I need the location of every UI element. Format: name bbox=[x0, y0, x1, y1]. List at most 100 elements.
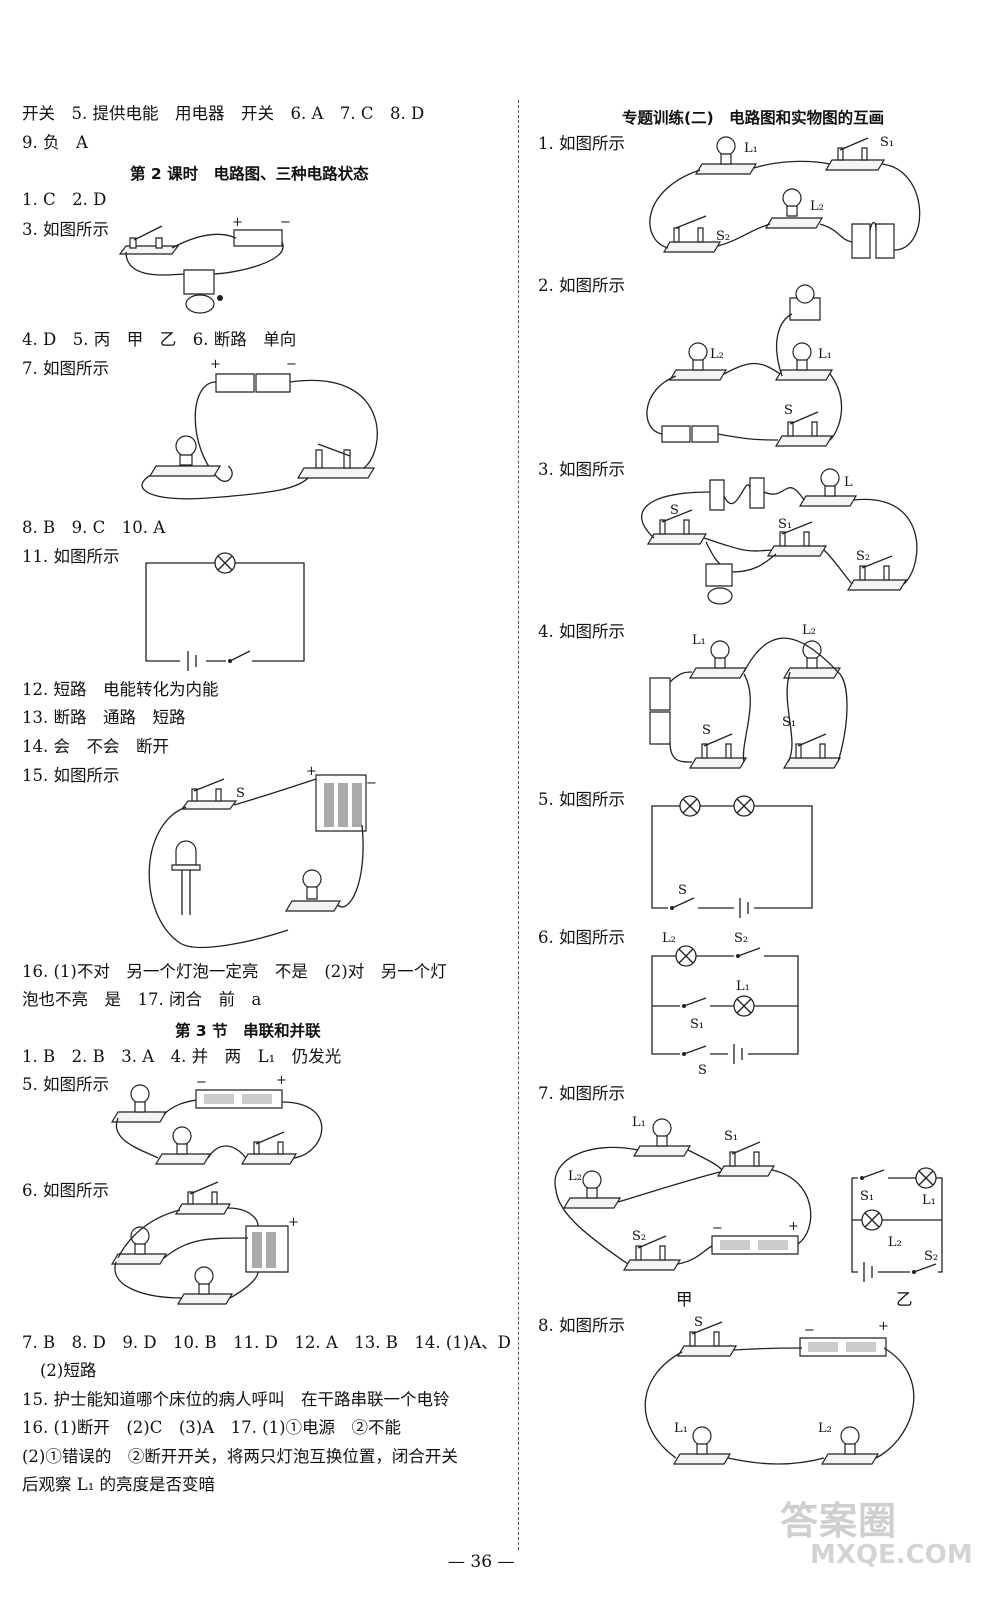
svg-text:S₁: S₁ bbox=[782, 715, 796, 730]
battery-box: + bbox=[246, 1215, 299, 1272]
answer-line: 15. 护士能知道哪个床位的病人呼叫 在干路串联一个电铃 bbox=[22, 1390, 450, 1409]
answer-line: 后观察 L₁ 的亮度是否变暗 bbox=[22, 1475, 216, 1494]
battery-pair: +− bbox=[210, 357, 297, 392]
svg-text:S₂: S₂ bbox=[716, 229, 730, 244]
switch-S: S bbox=[678, 1315, 736, 1356]
svg-text:S₂: S₂ bbox=[856, 549, 870, 564]
section-heading: 第 2 课时 电路图、三种电路状态 bbox=[130, 165, 369, 183]
motor bbox=[184, 270, 223, 313]
svg-text:S₁: S₁ bbox=[724, 1129, 738, 1144]
bulb-L1: L₁ bbox=[632, 1115, 690, 1156]
bulb-L1: L₁ bbox=[776, 343, 832, 380]
circuit-figure-r4: L₁ L₂ S S₁ bbox=[640, 623, 850, 777]
answer-line: 开关 5. 提供电能 用电器 开关 6. A 7. C 8. D bbox=[22, 104, 425, 123]
answer-line: 16. (1)不对 另一个灯泡一定亮 不是 (2)对 另一个灯 bbox=[22, 962, 447, 981]
switch-S: S bbox=[690, 723, 746, 768]
svg-text:L₂: L₂ bbox=[710, 347, 724, 362]
circuit-diagram-r5: S bbox=[648, 792, 818, 917]
svg-text:+: + bbox=[306, 764, 317, 779]
answer-line: 1. C 2. D bbox=[22, 190, 107, 209]
answer-line: 16. (1)断开 (2)C (3)A 17. (1)①电源 ②不能 bbox=[22, 1418, 402, 1437]
switch: S bbox=[776, 403, 832, 446]
answer-line: 7. B 8. D 9. D 10. B 11. D 12. A 13. B 1… bbox=[22, 1333, 511, 1352]
svg-text:L₁: L₁ bbox=[632, 1115, 646, 1130]
switch-S2: S₂ bbox=[624, 1229, 680, 1270]
answer-line: 6. 如图所示 bbox=[538, 928, 625, 947]
answer-line: (2)短路 bbox=[40, 1361, 97, 1380]
answer-line: 3. 如图所示 bbox=[22, 220, 109, 239]
motor bbox=[706, 564, 732, 604]
answer-line: 12. 短路 电能转化为内能 bbox=[22, 680, 219, 699]
led bbox=[172, 841, 200, 915]
svg-text:L₂: L₂ bbox=[810, 199, 824, 214]
bulb bbox=[286, 870, 340, 911]
svg-text:−: − bbox=[366, 776, 377, 791]
svg-text:S: S bbox=[698, 1063, 707, 1078]
answer-line: 11. 如图所示 bbox=[22, 547, 120, 566]
bulb-L2: L₂ bbox=[766, 189, 824, 228]
svg-text:−: − bbox=[804, 1323, 815, 1338]
battery-box: +− bbox=[306, 764, 377, 831]
svg-text:S₂: S₂ bbox=[734, 931, 748, 946]
answer-line: 4. 如图所示 bbox=[538, 622, 625, 641]
bulb-L1: L₁ bbox=[674, 1421, 730, 1464]
bulb-L1: L₁ bbox=[696, 137, 758, 174]
column-divider bbox=[518, 100, 519, 1550]
svg-text:−: − bbox=[196, 1075, 207, 1090]
svg-text:S: S bbox=[236, 786, 245, 801]
circuit-figure-7: +− bbox=[128, 357, 388, 508]
answer-line: 8. B 9. C 10. A bbox=[22, 518, 166, 537]
circuit-figure-r7-jia: L₁ S₁ L₂ S₂ −+ bbox=[548, 1115, 818, 1280]
svg-text:S₁: S₁ bbox=[690, 1017, 704, 1032]
watermark-url: MXQE.COM bbox=[810, 1540, 973, 1570]
answer-line: 8. 如图所示 bbox=[538, 1316, 625, 1335]
svg-text:S₂: S₂ bbox=[924, 1249, 938, 1264]
svg-text:S: S bbox=[678, 883, 687, 898]
svg-text:+: + bbox=[788, 1219, 799, 1234]
switch bbox=[242, 1132, 296, 1164]
svg-text:L₂: L₂ bbox=[818, 1421, 832, 1436]
svg-text:L₁: L₁ bbox=[818, 347, 832, 362]
switch-S1: S₁ bbox=[782, 715, 840, 768]
switch bbox=[176, 1182, 230, 1214]
svg-text:S₂: S₂ bbox=[632, 1229, 646, 1244]
answer-line: 7. 如图所示 bbox=[538, 1084, 625, 1103]
circuit-diagram-r7-yi: S₁ L₁ L₂ S₂ bbox=[838, 1158, 958, 1283]
circuit-diagram-11 bbox=[140, 545, 310, 670]
section-heading: 第 3 节 串联和并联 bbox=[175, 1022, 321, 1040]
battery-box: + − bbox=[232, 215, 291, 246]
page-number: — 36 — bbox=[448, 1552, 515, 1572]
bell bbox=[790, 285, 820, 320]
answer-line: 2. 如图所示 bbox=[538, 276, 625, 295]
svg-text:L₁: L₁ bbox=[922, 1193, 936, 1208]
bulb-L2: L₂ bbox=[670, 343, 726, 380]
answer-line: (2)①错误的 ②断开开关，将两只灯泡互换位置，闭合开关 bbox=[22, 1447, 458, 1466]
battery-pair bbox=[710, 478, 764, 510]
svg-text:S₁: S₁ bbox=[860, 1189, 874, 1204]
section-heading: 专题训练(二) 电路图和实物图的互画 bbox=[622, 109, 885, 127]
bulb-L1: L₁ bbox=[690, 633, 746, 678]
battery-pair bbox=[662, 426, 718, 442]
watermark-logo: 答案圈 bbox=[780, 1499, 898, 1543]
bulb bbox=[150, 436, 220, 476]
svg-text:S: S bbox=[694, 1315, 703, 1330]
switch-S1: S₁ bbox=[718, 1129, 774, 1176]
svg-text:L₂: L₂ bbox=[888, 1235, 902, 1250]
figure-caption-jia: 甲 bbox=[676, 1290, 693, 1309]
battery-box: −+ bbox=[712, 1219, 799, 1254]
svg-text:L₂: L₂ bbox=[662, 931, 676, 946]
switch-S: S bbox=[648, 503, 706, 544]
circuit-figure-r2: L₂ L₁ S bbox=[640, 280, 870, 450]
bulb-L2: L₂ bbox=[784, 623, 840, 678]
svg-text:+: + bbox=[288, 1215, 299, 1230]
answer-line: 14. 会 不会 断开 bbox=[22, 737, 169, 756]
svg-text:S₁: S₁ bbox=[880, 135, 894, 150]
battery-pair bbox=[852, 224, 894, 258]
figure-caption-yi: 乙 bbox=[896, 1290, 913, 1309]
circuit-figure-3: + − bbox=[112, 215, 291, 327]
answer-line: 1. 如图所示 bbox=[538, 134, 625, 153]
svg-text:L₁: L₁ bbox=[674, 1421, 688, 1436]
svg-text:−: − bbox=[712, 1221, 723, 1236]
switch bbox=[298, 444, 374, 478]
svg-text:L₁: L₁ bbox=[736, 979, 750, 994]
